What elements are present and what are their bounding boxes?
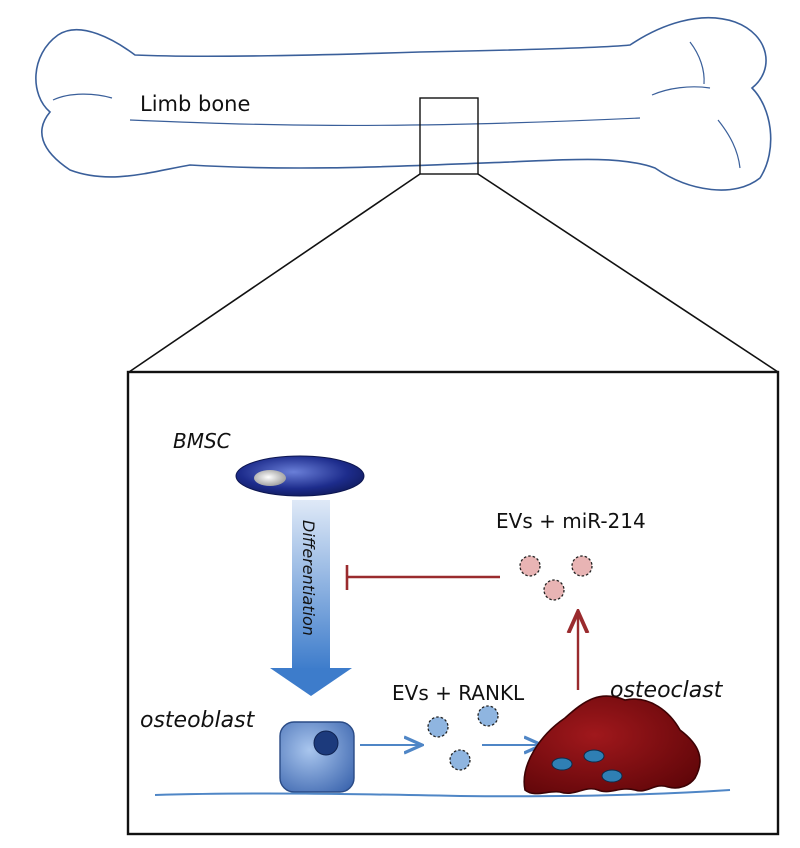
- vesicle-rankl: [427, 705, 499, 771]
- evs-mir214-label: EVs + miR-214: [496, 509, 646, 533]
- bmsc-label: BMSC: [173, 429, 231, 453]
- vesicle-mir214: [519, 555, 593, 601]
- zoom-box: [419, 97, 479, 175]
- differentiation-label: Differentiation: [299, 520, 318, 636]
- osteoblast-cell: [279, 721, 355, 793]
- differentiation-arrow: [270, 500, 352, 696]
- bone-label: Limb bone: [140, 92, 250, 116]
- zoom-projection-lines: [128, 173, 779, 373]
- bone-outline: [35, 16, 772, 191]
- osteoclast-cell: [523, 695, 701, 795]
- inhibition-line: [345, 565, 500, 590]
- bmsc-cell: [235, 455, 365, 497]
- bone-surface-line: [154, 789, 731, 798]
- evs-rankl-label: EVs + RANKL: [392, 681, 525, 705]
- osteoblast-label: osteoblast: [140, 708, 256, 733]
